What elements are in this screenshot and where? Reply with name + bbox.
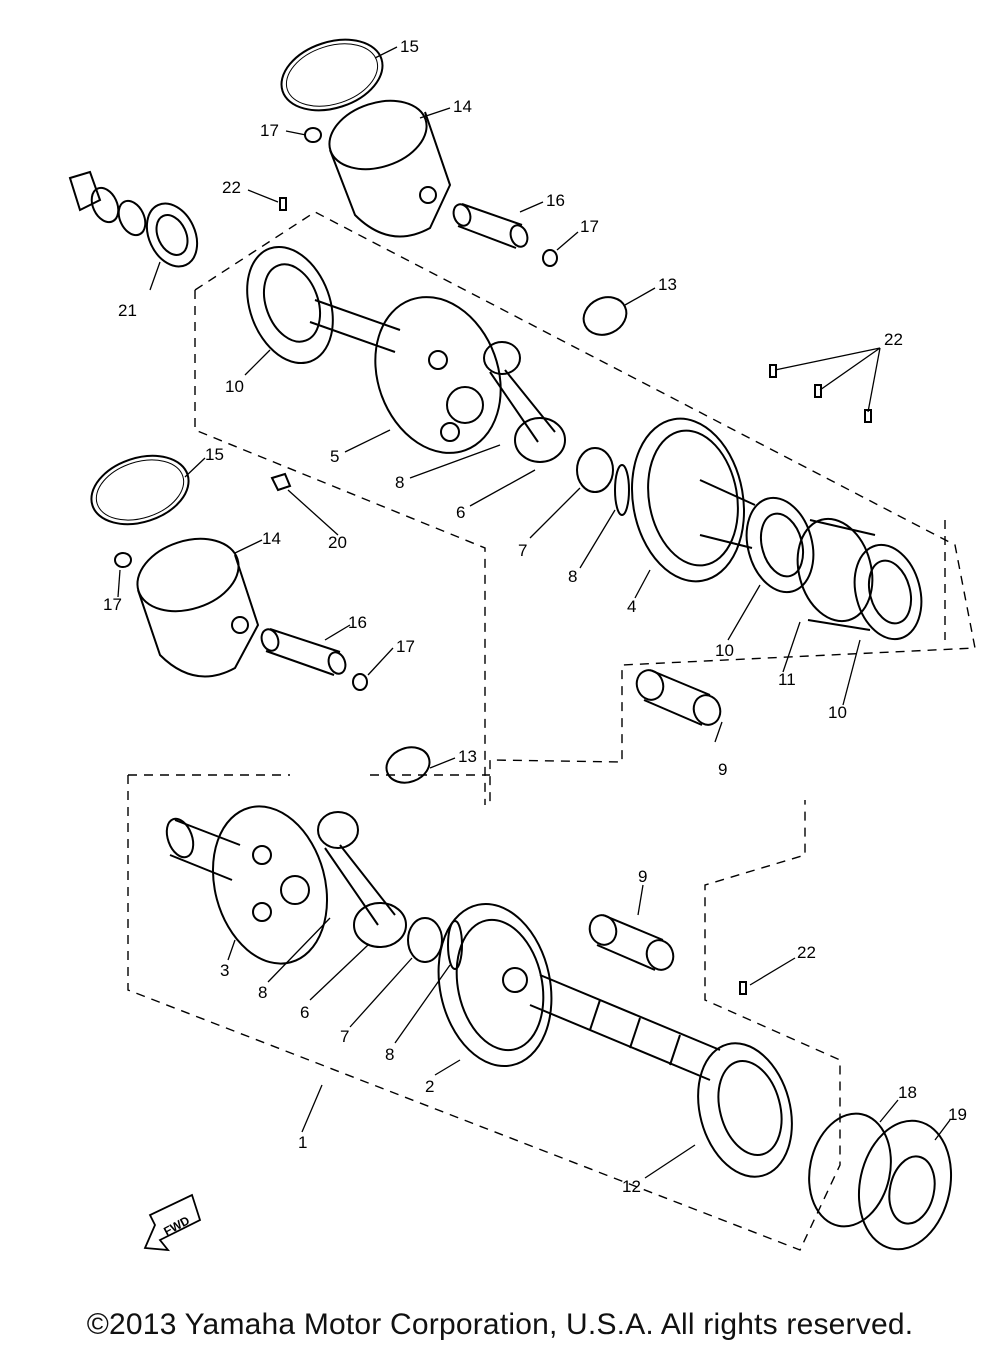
- callout-label: 8: [568, 567, 577, 586]
- callout-label: 14: [262, 529, 281, 548]
- callout-label: 17: [103, 595, 122, 614]
- dowel-pins-22: [769, 364, 872, 423]
- output-shaft: [529, 974, 721, 1081]
- callout-label: 10: [715, 641, 734, 660]
- needle-bearing-7-upper: [576, 447, 614, 493]
- dowel-pin-lower: [739, 981, 747, 995]
- bearing-12: [697, 1042, 793, 1178]
- callout-label: 7: [340, 1027, 349, 1046]
- callout-label: 6: [300, 1003, 309, 1022]
- callout-label: 17: [260, 121, 279, 140]
- fwd-arrow-icon: [143, 1193, 202, 1252]
- callout-label: 18: [898, 1083, 917, 1102]
- callout-label: 19: [948, 1105, 967, 1124]
- callout-label: 17: [580, 217, 599, 236]
- woodruff-key-20: [270, 472, 292, 492]
- upper-assembly-outline: [194, 211, 976, 805]
- callout-label: 13: [658, 275, 677, 294]
- labyrinth-seal-11: [796, 517, 876, 631]
- crank-pin-9-lower: [588, 914, 675, 971]
- piston-ring-upper: [280, 38, 384, 112]
- callout-label: 14: [453, 97, 472, 116]
- callout-label: 5: [330, 447, 339, 466]
- callout-label: 7: [518, 541, 527, 560]
- callout-label: 21: [118, 301, 137, 320]
- dowel-pin-upper: [279, 197, 287, 211]
- callout-label: 17: [396, 637, 415, 656]
- circlip-lower-right: [352, 673, 368, 691]
- crank-web-3: [211, 805, 329, 965]
- leader-lines: [117, 46, 951, 1179]
- callout-label: 20: [328, 533, 347, 552]
- callout-label: 15: [205, 445, 224, 464]
- callout-label: 9: [718, 760, 727, 779]
- crank-web-5: [374, 296, 502, 454]
- callout-label: 8: [258, 983, 267, 1002]
- needle-bearing-13-lower: [385, 746, 431, 784]
- callout-label: 6: [456, 503, 465, 522]
- connecting-rod-upper: [483, 341, 566, 463]
- washer-8-upper: [614, 464, 630, 516]
- circlip-18: [808, 1112, 892, 1228]
- callout-label: 8: [395, 473, 404, 492]
- splined-shaft-end: [165, 817, 241, 881]
- bearing-10-left: [246, 245, 334, 365]
- piston-lower: [136, 537, 260, 678]
- copyright-notice: ©2013 Yamaha Motor Corporation, U.S.A. A…: [86, 1308, 914, 1341]
- oil-seal-upper-left: [68, 170, 199, 268]
- needle-bearing-7-lower: [407, 917, 443, 963]
- callout-labels: 15 14 17 22 16 17 21 13 22 10 5 8 6 7 8 …: [103, 37, 967, 1239]
- bearing-10-center: [745, 496, 815, 594]
- piston-pin-upper: [452, 203, 529, 249]
- callout-label: 15: [400, 37, 419, 56]
- piston-upper: [328, 99, 452, 238]
- bearing-10-right: [853, 543, 923, 641]
- circlip-lower-left: [114, 552, 132, 568]
- washer-8-lower: [447, 920, 463, 970]
- callout-label: 13: [458, 747, 477, 766]
- callout-label: 16: [348, 613, 367, 632]
- crank-shaft-left-end: [309, 299, 401, 353]
- circlip-upper-right: [542, 249, 558, 267]
- callout-label: 10: [225, 377, 244, 396]
- crankshaft-piston-exploded-diagram: 15 14 17 22 16 17 21 13 22 10 5 8 6 7 8 …: [68, 37, 976, 1252]
- oil-seal-19: [857, 1119, 953, 1251]
- callout-label: 22: [884, 330, 903, 349]
- crank-web-4: [630, 417, 756, 583]
- piston-ring-lower: [90, 454, 190, 526]
- callout-label: 22: [797, 943, 816, 962]
- callout-label: 11: [778, 670, 796, 689]
- callout-label: 12: [622, 1177, 641, 1196]
- crank-pin-9-upper: [635, 669, 722, 726]
- connecting-rod-lower: [317, 811, 407, 948]
- crank-web-2: [437, 902, 553, 1068]
- piston-pin-lower: [260, 628, 347, 676]
- callout-label: 4: [627, 597, 636, 616]
- callout-label: 16: [546, 191, 565, 210]
- needle-bearing-13-upper: [582, 296, 628, 336]
- circlip-upper-left: [304, 127, 322, 143]
- callout-label: 1: [298, 1133, 307, 1152]
- callout-label: 2: [425, 1077, 434, 1096]
- callout-label: 8: [385, 1045, 394, 1064]
- lower-assembly-outline: [127, 774, 841, 1251]
- callout-label: 3: [220, 961, 229, 980]
- callout-label: 10: [828, 703, 847, 722]
- fwd-label: FWD: [161, 1213, 192, 1238]
- callout-label: 22: [222, 178, 241, 197]
- callout-label: 9: [638, 867, 647, 886]
